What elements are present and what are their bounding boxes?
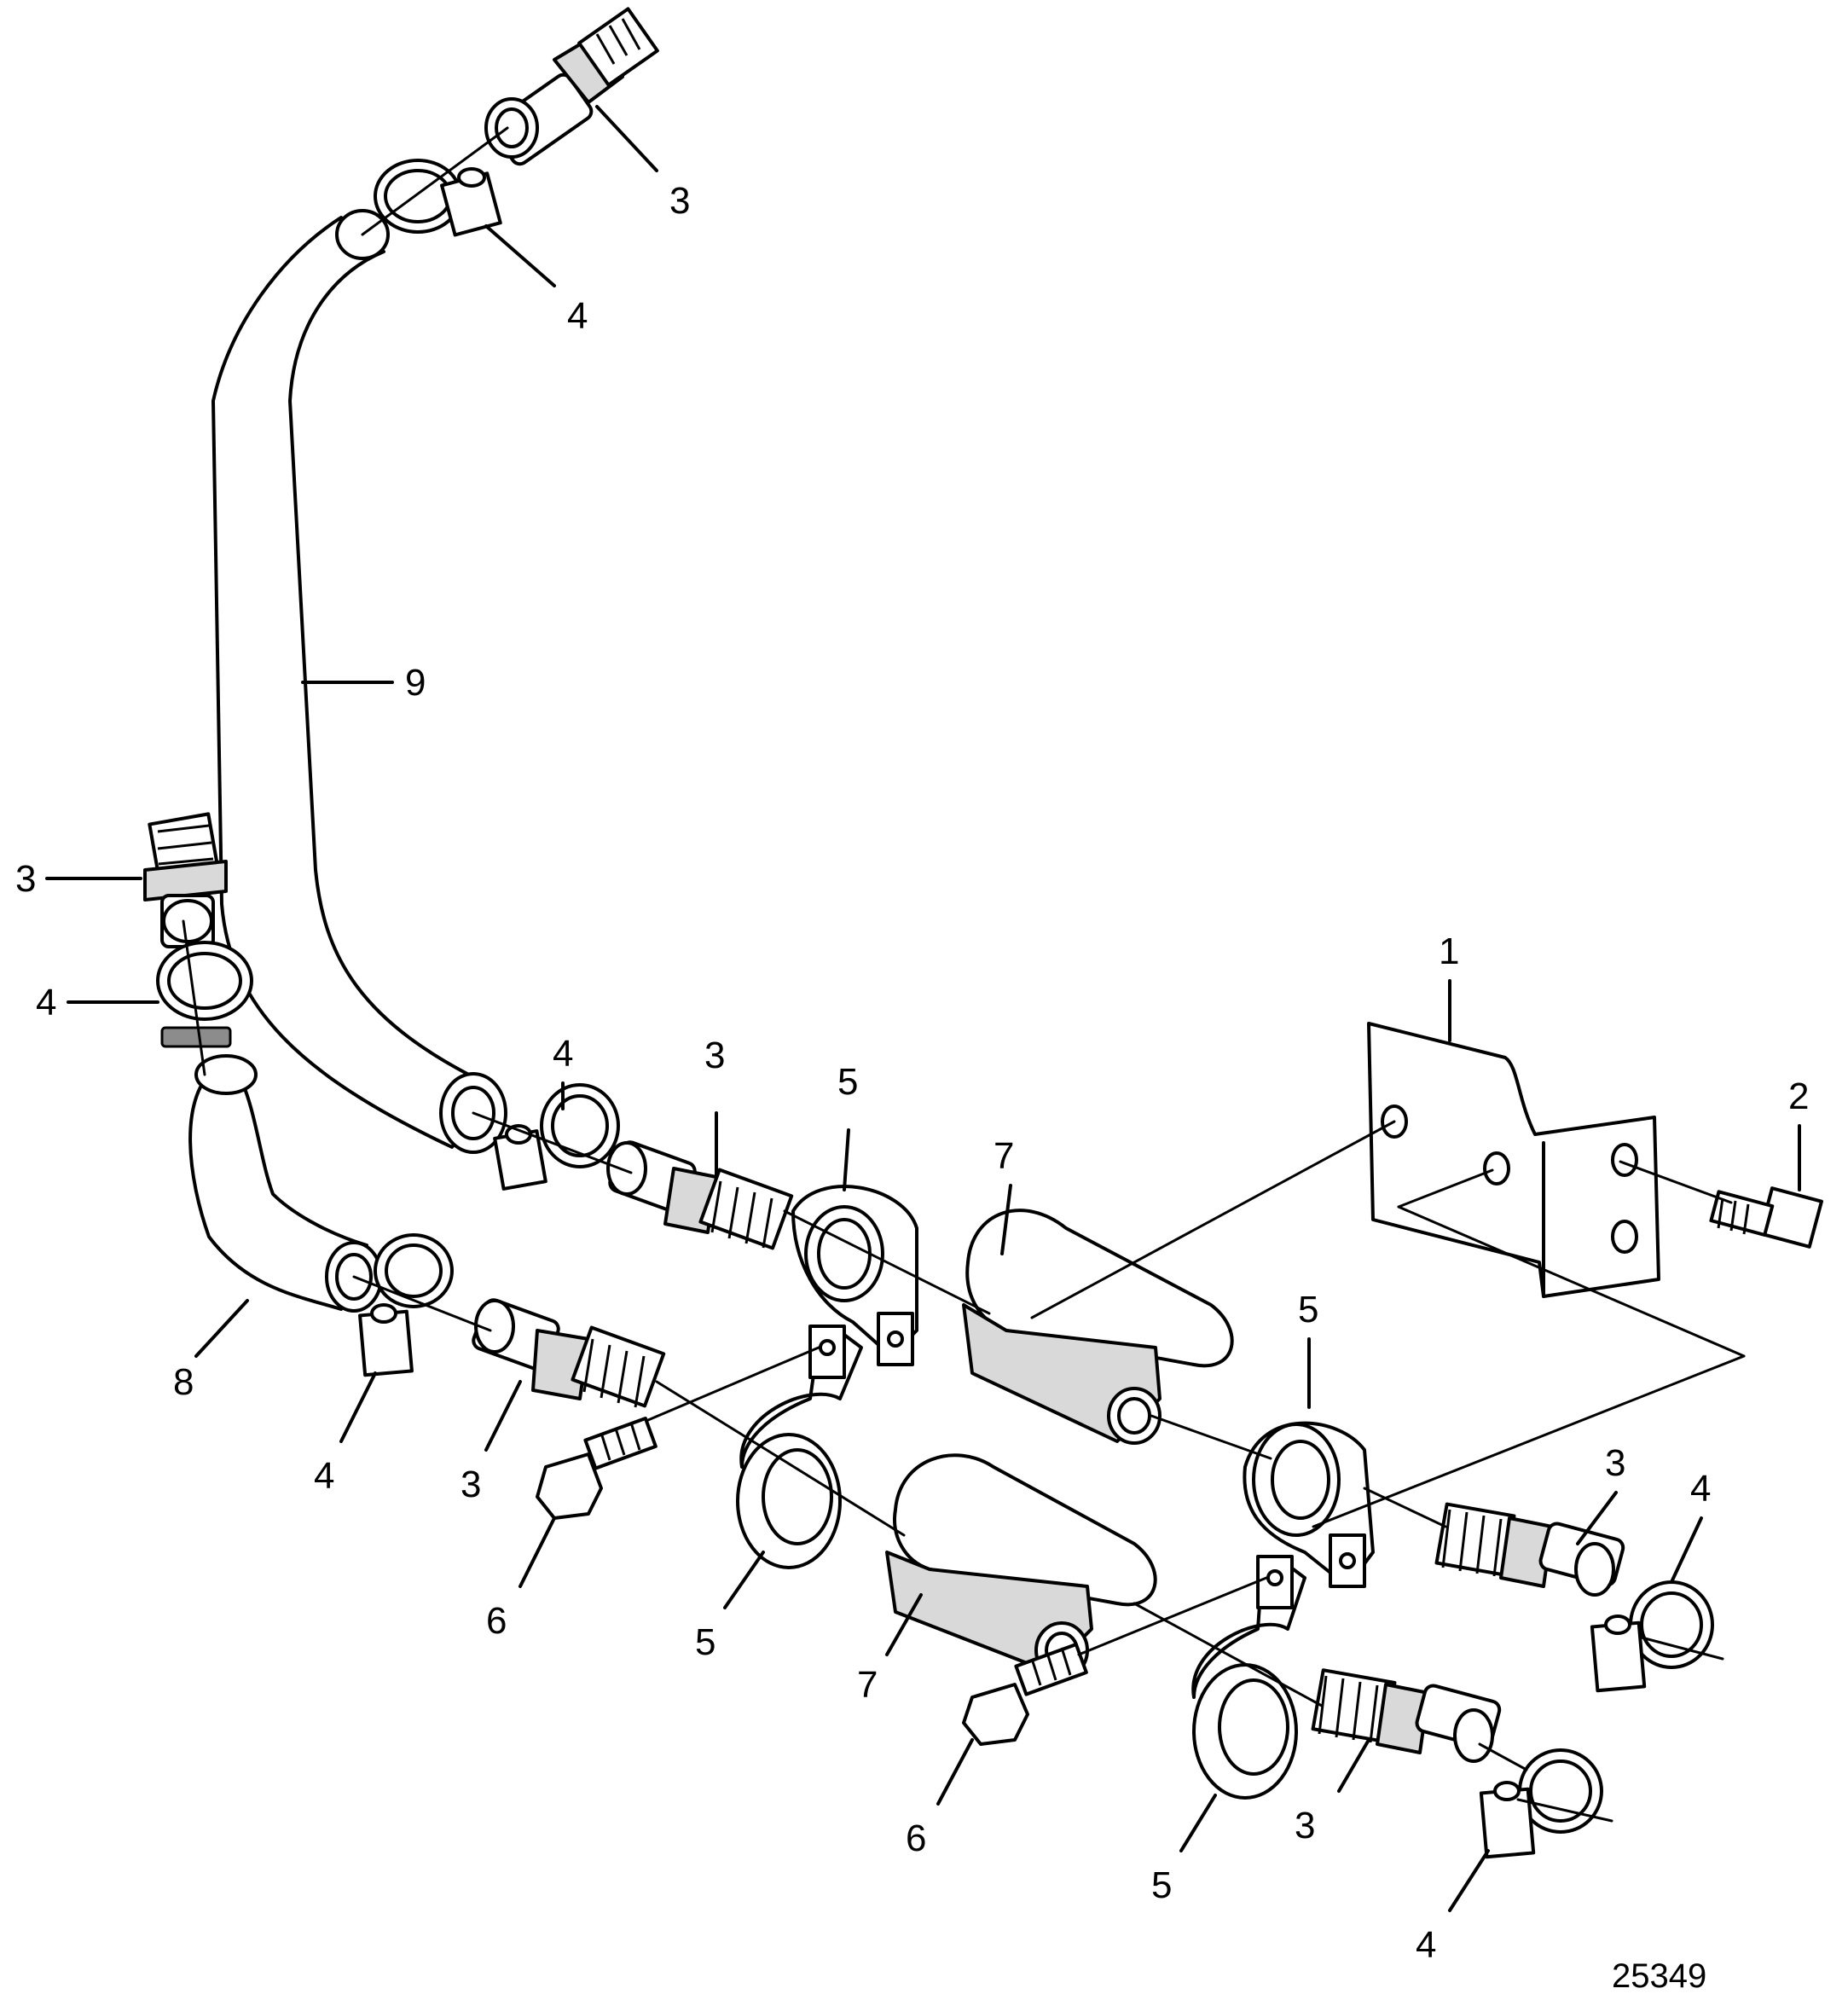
clamp-4-right [1590,1580,1714,1693]
callout-3-right: 3 [1605,1442,1625,1484]
fitting-3-lower-right [1311,1668,1502,1763]
hose-9 [211,209,507,1154]
callout-3-left: 3 [15,858,36,900]
callout-6-left: 6 [486,1600,507,1642]
valve-7-lower [885,1453,1157,1679]
callout-7-lower: 7 [857,1664,878,1706]
valve-7-upper [962,1209,1234,1445]
clip-5-upper-right [1243,1421,1375,1588]
assembly-lines [182,126,1746,1823]
callout-labels: 3 4 9 3 4 4 3 5 7 1 2 8 4 3 6 5 5 7 3 4 … [15,180,1809,1995]
fitting-3-lower-left [472,1298,666,1408]
fitting-3-top [484,7,659,166]
clamp-4-top [374,159,502,237]
callout-9: 9 [405,662,426,704]
callout-8: 8 [173,1361,194,1403]
callout-4-top: 4 [567,295,588,337]
leader-lines [45,105,1801,1912]
clip-5-lower-right [1191,1555,1306,1800]
clamp-4-lower-right [1479,1748,1603,1859]
clamp-4-lower-left [358,1233,454,1377]
callout-4-right: 4 [1690,1468,1711,1510]
clamp-4-upper-middle [493,1083,620,1191]
callout-3-top: 3 [669,180,690,222]
hose-8 [188,1054,383,1313]
callout-3-lower-left: 3 [461,1464,481,1505]
fitting-3-upper-middle [606,1140,794,1250]
clip-5-lower-left [736,1325,863,1569]
callout-3-upper-middle: 3 [704,1035,725,1076]
callout-5-upper-right: 5 [1298,1289,1318,1330]
callout-5-lower-left: 5 [695,1621,715,1663]
figure-number: 25349 [1612,1957,1706,1995]
callout-4-upper-middle: 4 [553,1033,573,1075]
callout-2: 2 [1788,1075,1809,1117]
callout-7-upper: 7 [994,1135,1014,1177]
callout-4-lower-right: 4 [1416,1924,1436,1966]
bolt-2 [1709,1186,1823,1249]
callout-5-upper-left: 5 [837,1061,858,1103]
callout-4-lower-left: 4 [314,1455,334,1497]
callout-3-lower-right: 3 [1295,1805,1315,1846]
fitting-3-right [1434,1502,1625,1597]
callout-4-left: 4 [36,982,56,1023]
bolt-6-right [962,1643,1088,1746]
callout-1: 1 [1439,930,1459,972]
callout-5-lower-right: 5 [1151,1864,1172,1906]
fitting-3-left [143,812,228,948]
callout-6-right: 6 [906,1817,926,1859]
bolt-6-left [536,1417,658,1520]
clamp-4-left [156,941,253,1048]
